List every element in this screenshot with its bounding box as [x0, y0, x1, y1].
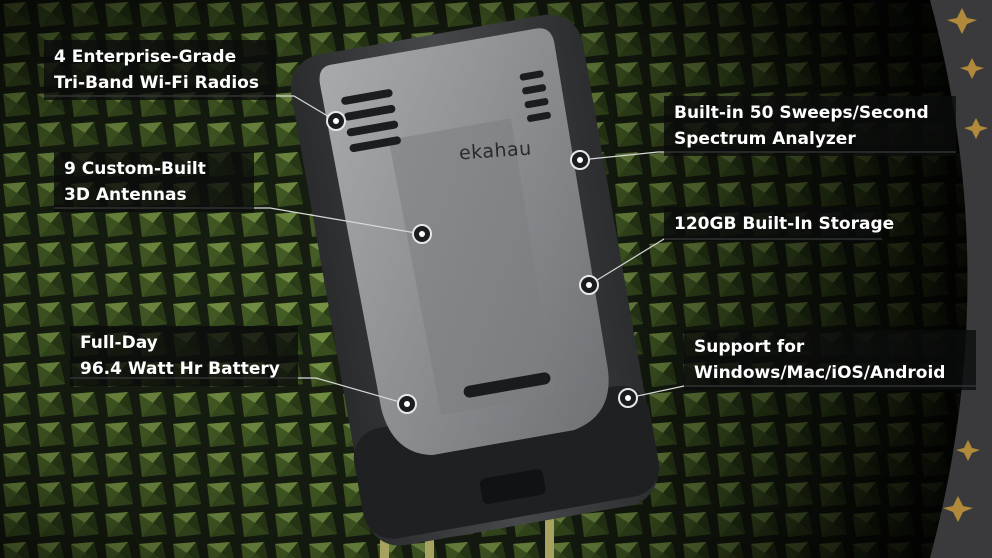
callout-line: Spectrum Analyzer: [674, 129, 856, 149]
callout-line: 4 Enterprise-Grade: [54, 47, 237, 67]
callout-markers: [326, 111, 638, 414]
callout-battery: Full-Day 96.4 Watt Hr Battery: [70, 326, 298, 386]
callout-line: 9 Custom-Built: [64, 159, 206, 179]
callout-line: 96.4 Watt Hr Battery: [80, 359, 280, 379]
callout-storage: 120GB Built-In Storage: [664, 207, 895, 241]
callout-line: Full-Day: [80, 333, 158, 353]
callout-line: Built-in 50 Sweeps/Second: [674, 103, 929, 123]
callout-os-support: Support for Windows/Mac/iOS/Android: [684, 330, 976, 390]
callout-line: Tri-Band Wi-Fi Radios: [54, 73, 259, 93]
callout-spectrum-analyzer: Built-in 50 Sweeps/Second Spectrum Analy…: [664, 96, 956, 156]
callout-wifi-radios: 4 Enterprise-Grade Tri-Band Wi-Fi Radios: [44, 40, 276, 100]
callout-line: 3D Antennas: [64, 185, 187, 205]
ekahau-device: [290, 14, 660, 546]
callout-antennas: 9 Custom-Built 3D Antennas: [54, 152, 254, 212]
callout-line: Windows/Mac/iOS/Android: [694, 363, 946, 383]
callout-line: Support for: [694, 337, 805, 357]
callout-line: 120GB Built-In Storage: [674, 214, 895, 234]
